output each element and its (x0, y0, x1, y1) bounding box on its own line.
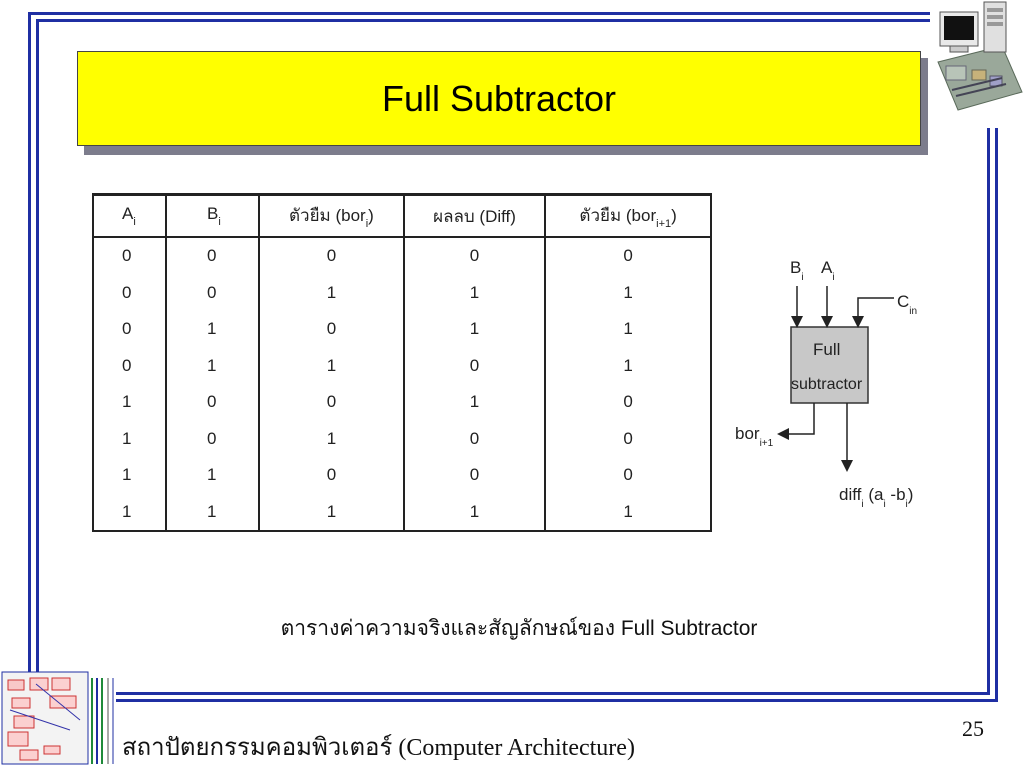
frame-left-line-inner (36, 19, 39, 672)
title-box: Full Subtractor (77, 51, 921, 146)
table-cell: 1 (258, 420, 405, 457)
box-label-line1: Full (813, 340, 841, 359)
table-cell: 1 (258, 493, 405, 532)
input-c-label: Cin (897, 292, 918, 317)
page-number: 25 (962, 716, 984, 741)
table-cell: 1 (165, 493, 261, 532)
table-cell: 1 (91, 457, 168, 494)
input-c-wire (852, 297, 894, 328)
box-label-line2: subtractor (791, 376, 863, 393)
table-cell: 0 (544, 384, 712, 421)
frame-top-line-outer (28, 12, 930, 15)
table-cell: 0 (91, 274, 168, 311)
header-diff: ผลลบ (Diff) (402, 193, 547, 238)
table-cell: 0 (258, 457, 405, 494)
table-cell: 1 (544, 347, 712, 384)
table-cell: 1 (91, 384, 168, 421)
table-cell: 0 (165, 237, 261, 275)
header-borrow-in: ตัวยืม (bori) (258, 193, 405, 238)
table-cell: 1 (258, 347, 405, 384)
input-a-label: Ai (821, 258, 835, 283)
table-cell: 0 (544, 457, 712, 494)
full-subtractor-diagram (777, 286, 894, 472)
table-cell: 0 (258, 237, 405, 275)
table-cell: 0 (91, 237, 168, 275)
computer-clipart-icon (937, 1, 1023, 111)
system-diagram-clipart-icon (1, 671, 114, 765)
frame-top-line-inner (36, 19, 930, 22)
table-cell: 0 (402, 457, 547, 494)
table-cell: 1 (165, 347, 261, 384)
header-bi: Bi (165, 193, 261, 238)
header-ai: Ai (91, 193, 168, 238)
table-cell: 1 (91, 420, 168, 457)
output-bor-label: bori+1 (735, 424, 774, 449)
table-cell: 0 (544, 237, 712, 275)
table-cell: 0 (544, 420, 712, 457)
table-caption: ตารางค่าความจริงและสัญลักษณ์ของ Full Sub… (280, 617, 758, 640)
subtractor-box (790, 326, 869, 404)
table-cell: 0 (402, 420, 547, 457)
header-borrow-out: ตัวยืม (bori+1) (544, 193, 712, 238)
table-cell: 0 (258, 311, 405, 348)
frame-right-line-outer (995, 128, 998, 702)
table-cell: 1 (544, 274, 712, 311)
truth-table: Ai Bi ตัวยืม (bori) ผลลบ (Diff) ตัวยืม (… (91, 193, 712, 532)
table-cell: 1 (165, 311, 261, 348)
table-cell: 0 (165, 274, 261, 311)
table-cell: 1 (544, 311, 712, 348)
frame-right-line-inner (987, 128, 990, 695)
table-cell: 1 (402, 493, 547, 532)
table-cell: 1 (402, 311, 547, 348)
footer-text: สถาปัตยกรรมคอมพิวเตอร์ (Computer Archite… (122, 735, 635, 761)
table-cell: 1 (402, 384, 547, 421)
table-cell: 0 (91, 311, 168, 348)
table-cell: 0 (165, 420, 261, 457)
table-cell: 0 (402, 237, 547, 275)
frame-bottom-line-outer (116, 699, 998, 702)
table-cell: 1 (402, 274, 547, 311)
table-cell: 0 (91, 347, 168, 384)
output-bor-wire (777, 403, 815, 440)
table-cell: 0 (165, 384, 261, 421)
frame-bottom-line-inner (116, 692, 990, 695)
table-cell: 1 (165, 457, 261, 494)
table-cell: 0 (258, 384, 405, 421)
table-header-row: Ai Bi ตัวยืม (bori) ผลลบ (Diff) ตัวยืม (… (91, 193, 712, 238)
table-cell: 0 (402, 347, 547, 384)
slide-title: Full Subtractor (381, 77, 617, 119)
table-cell: 1 (258, 274, 405, 311)
output-diff-label: diffi (ai -bi) (839, 485, 914, 510)
table-cell: 1 (91, 493, 168, 532)
input-b-label: Bi (790, 258, 804, 283)
frame-left-line-outer (28, 12, 31, 672)
table-cell: 1 (544, 493, 712, 532)
